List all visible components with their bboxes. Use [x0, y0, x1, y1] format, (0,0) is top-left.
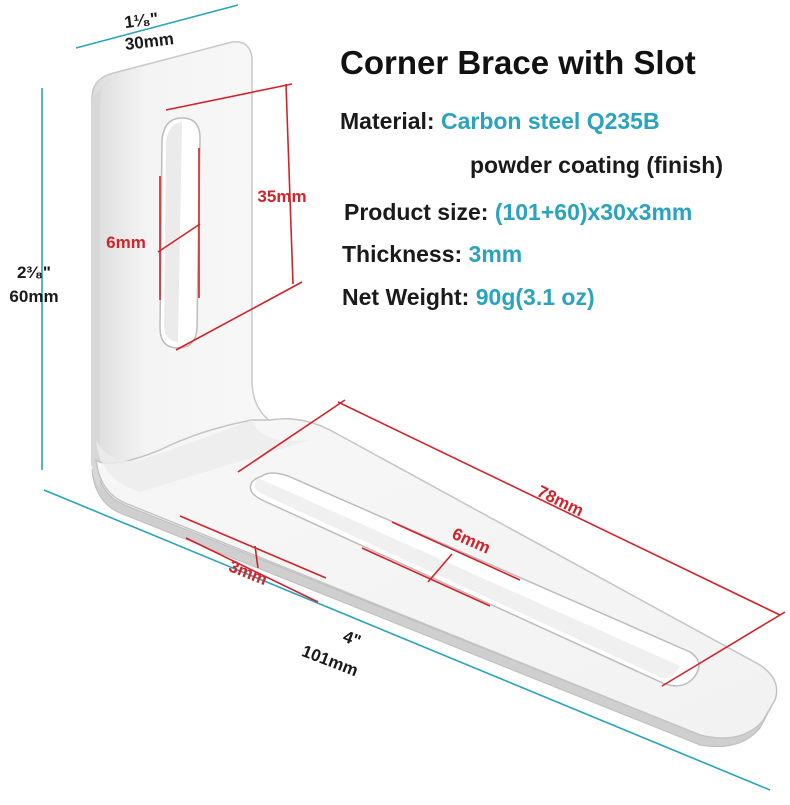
material-label: Material:	[340, 108, 435, 134]
vslot-width-line	[157, 223, 201, 253]
size-label: Product size:	[344, 199, 489, 225]
width-inch-label: 1¹⁄₈"	[123, 9, 159, 32]
size-value: (101+60)x30x3mm	[494, 199, 693, 225]
material-row: Material: Carbon steel Q235B	[340, 108, 660, 135]
vertical-leg-edge	[92, 80, 110, 488]
hslot-length-label: 78mm	[534, 482, 586, 521]
weight-row: Net Weight: 90g(3.1 oz)	[342, 284, 595, 311]
detail-dimensions	[157, 83, 786, 687]
weight-value: 90g(3.1 oz)	[475, 284, 595, 310]
width-dimension-line	[75, 4, 239, 49]
thickness-spec-value: 3mm	[468, 241, 523, 267]
product-title: Corner Brace with Slot	[340, 44, 696, 81]
hslot-bottom-extension	[361, 547, 491, 607]
hslot-left-extension	[237, 399, 346, 473]
thickness-top-extension	[179, 515, 327, 579]
thickness-bottom-extension	[185, 537, 319, 603]
height-mm-label: 60mm	[9, 287, 58, 306]
vertical-leg	[91, 41, 313, 475]
size-row: Product size: (101+60)x30x3mm	[344, 199, 692, 226]
material-value: Carbon steel Q235B	[440, 108, 660, 134]
vslot-width-label: 6mm	[106, 233, 146, 252]
vertical-slot-shade	[164, 122, 182, 342]
vslot-length-label: 35mm	[257, 187, 306, 206]
length-inch-label: 4"	[340, 627, 363, 651]
bend-shadow	[96, 420, 310, 492]
hslot-right-extension	[661, 611, 786, 687]
length-dimension-line	[43, 489, 771, 791]
vslot-top-extension	[165, 83, 293, 111]
overall-dimensions	[41, 4, 771, 791]
thickness-line	[254, 545, 259, 569]
hslot-top-extension	[391, 521, 521, 581]
hslot-width-line	[427, 553, 453, 583]
finish-text: powder coating (finish)	[470, 152, 723, 178]
vslot-bottom-extension	[175, 281, 303, 351]
corner-brace	[91, 41, 778, 748]
height-inch-label: 2³⁄₈"	[17, 263, 51, 282]
thickness-row: Thickness: 3mm	[342, 241, 522, 268]
thickness-spec-label: Thickness:	[342, 241, 463, 267]
weight-label: Net Weight:	[342, 284, 470, 310]
horizontal-slot-shade	[254, 478, 681, 679]
hslot-length-line	[337, 401, 781, 616]
vslot-length-line	[285, 83, 294, 285]
